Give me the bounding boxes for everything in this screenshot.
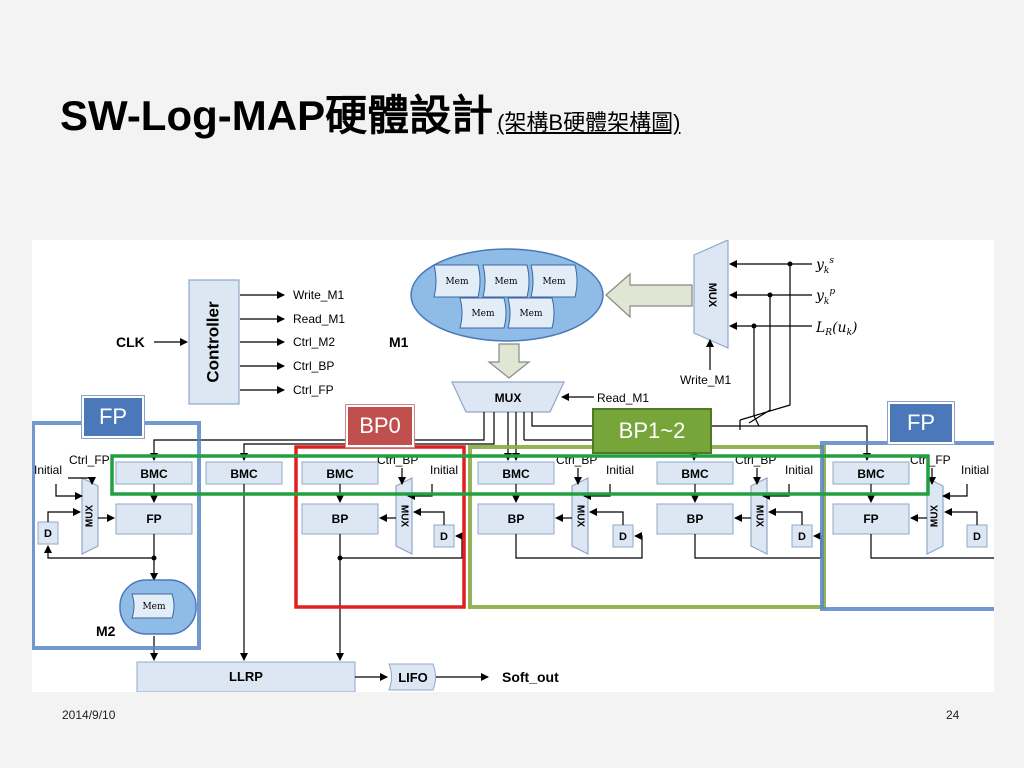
bp-1-block: BP [508, 512, 525, 526]
bmc-3: BMC [326, 467, 354, 481]
callout-bp0: BP0 [346, 405, 414, 447]
svg-text:D: D [973, 531, 981, 543]
feedback-wiring [44, 468, 994, 661]
callout-fp-left: FP [82, 396, 144, 438]
m1-label: M1 [389, 334, 409, 350]
controller-output-labels: Write_M1 Read_M1 Ctrl_M2 Ctrl_BP Ctrl_FP [293, 288, 345, 397]
hollow-arrows [487, 272, 693, 379]
callout-bp1-2: BP1~2 [592, 408, 712, 454]
out-ctrl-fp: Ctrl_FP [293, 383, 334, 397]
m1-mem-1: Mem [445, 277, 469, 287]
m1-mem-2: Mem [494, 277, 518, 287]
controller-outputs [240, 291, 285, 394]
footer-date: 2014/9/10 [62, 708, 116, 722]
svg-text:Initial: Initial [961, 463, 989, 477]
initial-labels: Initial Initial Initial Initial Initial [34, 463, 989, 477]
input-lines [706, 260, 812, 427]
bmc-2: BMC [230, 467, 258, 481]
svg-text:MUX: MUX [574, 505, 585, 528]
read-mux: MUX Read_M1 [451, 381, 649, 413]
wire-junctions [151, 555, 343, 561]
svg-text:Initial: Initial [785, 463, 813, 477]
svg-text:Ctrl_FP: Ctrl_FP [69, 453, 110, 467]
bp-2-block: BP [687, 512, 704, 526]
svg-text:MUX: MUX [930, 505, 941, 528]
m1-mem-5: Mem [519, 309, 543, 319]
out-ctrl-m2: Ctrl_M2 [293, 335, 335, 349]
input-signal-labels: yks ykp LR(uk) [815, 256, 858, 338]
svg-text:D: D [44, 528, 52, 540]
callout-fp-right: FP [888, 402, 954, 444]
svg-text:Initial: Initial [34, 463, 62, 477]
svg-text:ykp: ykp [815, 287, 835, 307]
fp-right-block: FP [863, 512, 878, 526]
out-write-m1: Write_M1 [293, 288, 344, 302]
out-read-m1: Read_M1 [293, 312, 345, 326]
m1-mem-3: Mem [542, 277, 566, 287]
bp-0-block: BP [332, 512, 349, 526]
clk-label: CLK [116, 334, 145, 350]
bmc-6: BMC [857, 467, 885, 481]
small-mux-labels: MUX MUX MUX MUX MUX [85, 505, 941, 528]
m2-mem: Mem [142, 602, 166, 612]
m2-memory: Mem M2 [96, 579, 197, 639]
m2-label: M2 [96, 623, 116, 639]
title-subtitle: (架構B硬體架構圖) [497, 110, 681, 135]
title-main: SW-Log-MAP硬體設計 [60, 92, 494, 139]
out-ctrl-bp: Ctrl_BP [293, 359, 334, 373]
input-junctions [751, 261, 793, 329]
svg-text:LR(uk): LR(uk) [815, 320, 858, 338]
svg-text:LIFO: LIFO [398, 670, 428, 685]
bmc-4: BMC [502, 467, 530, 481]
svg-text:Initial: Initial [606, 463, 634, 477]
svg-text:yks: yks [815, 256, 834, 276]
svg-text:MUX: MUX [753, 505, 764, 528]
soft-out-label: Soft_out [502, 669, 559, 685]
m1-memory: Mem Mem Mem Mem Mem M1 [389, 248, 604, 350]
d-registers: D D D D D [37, 521, 988, 548]
page-title: SW-Log-MAP硬體設計(架構B硬體架構圖) [60, 82, 680, 143]
m1-mem-4: Mem [471, 309, 495, 319]
controller-label: Controller [203, 301, 222, 383]
controller-block: Controller [188, 279, 240, 405]
lifo-block: LIFO [388, 663, 436, 691]
svg-text:MUX: MUX [398, 505, 409, 528]
input-mux-label: MUX [706, 283, 718, 308]
bmc-1: BMC [140, 467, 168, 481]
svg-text:D: D [798, 531, 806, 543]
diagram-svg: Controller CLK Write_M1 Read_M1 Ctrl_M2 … [32, 240, 994, 692]
svg-text:Initial: Initial [430, 463, 458, 477]
svg-text:LLRP: LLRP [229, 669, 263, 684]
architecture-diagram: Controller CLK Write_M1 Read_M1 Ctrl_M2 … [32, 240, 994, 692]
fp-bp-blocks: FP BP BP BP FP [115, 503, 910, 535]
llrp-block: LLRP [136, 661, 356, 692]
fp-left-block: FP [146, 512, 161, 526]
input-mux: MUX [693, 240, 729, 349]
svg-text:MUX: MUX [85, 505, 96, 528]
bmc-5: BMC [681, 467, 709, 481]
clk-input: CLK [116, 334, 188, 350]
read-mux-control: Read_M1 [597, 391, 649, 405]
input-mux-write-label: Write_M1 [680, 373, 731, 387]
svg-text:D: D [440, 531, 448, 543]
svg-text:D: D [619, 531, 627, 543]
read-mux-label: MUX [495, 391, 522, 405]
footer-page-number: 24 [946, 708, 960, 722]
bmc-blocks: BMC BMC BMC BMC BMC BMC [115, 461, 910, 485]
